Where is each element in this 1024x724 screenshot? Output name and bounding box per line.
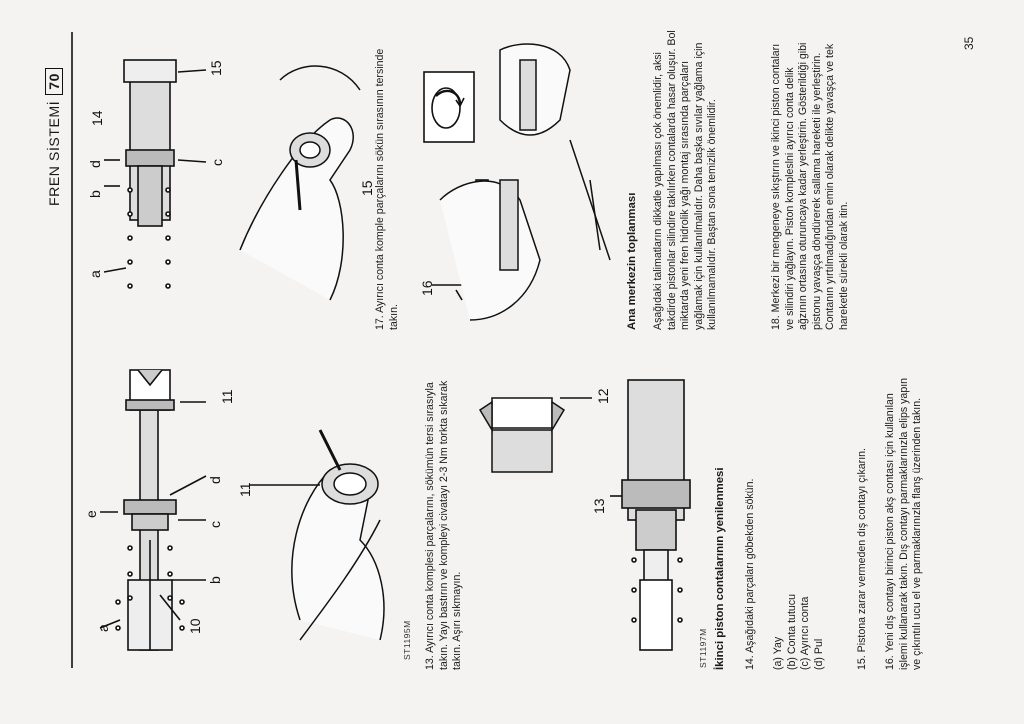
piston-assembly-figure-1	[99, 369, 207, 651]
label-14: 14	[89, 110, 105, 126]
parts-list: (a) Yay (b) Conta tutucu (c) Ayırıcı con…	[772, 370, 826, 670]
label-c-2: c	[209, 159, 225, 166]
section-heading-master-assembly: Ana merkezin toplanması	[626, 192, 638, 330]
hands-inserting-piston-figure	[439, 43, 611, 321]
seal-closeup-figure-12	[478, 397, 592, 473]
label-d-1: d	[207, 476, 223, 484]
step-16-text: 16. Yeni dış contayı birinci piston akş …	[884, 377, 923, 670]
section-heading-second-piston: İkinci piston contalarının yenilenmesi	[714, 467, 726, 670]
label-b-1: b	[207, 576, 223, 584]
rotation-inset-icon	[423, 71, 475, 143]
step-14-text: 14. Aşağıdaki parçaları göbekden sökün.	[744, 478, 756, 670]
label-13: 13	[591, 498, 607, 514]
label-11-a: 11	[219, 389, 235, 404]
step-18-text: 18. Merkezi bir mengeneye sıkıştırın ve …	[770, 42, 850, 330]
piston-seal-figure-13	[610, 379, 691, 651]
label-15-b: 15	[359, 180, 375, 196]
step-15-text: 15. Pistona zarar vermeden dış contayı ç…	[856, 448, 868, 670]
figure-code-1: ST1195M	[402, 620, 412, 660]
label-11-b: 11	[237, 482, 253, 497]
label-a-2: a	[87, 270, 103, 278]
assembly-intro-text: Aşağıdaki talimatların dikkatle yapılmas…	[652, 30, 718, 330]
section-header: FREN SİSTEMİ 70	[45, 68, 63, 206]
step-17-text: 17. Ayırıcı conta komple parçalarını sök…	[374, 48, 400, 330]
section-title: FREN SİSTEMİ	[46, 100, 62, 206]
step-13-text: 13. Ayırıcı conta komplesi parçalarını, …	[424, 380, 463, 670]
label-b-2: b	[87, 190, 103, 198]
parts-list-item: (d) Pul	[812, 638, 825, 670]
label-e: e	[83, 510, 99, 518]
page-number: 35	[962, 36, 976, 50]
parts-list-item: (c) Ayırıcı conta	[799, 596, 811, 670]
label-12: 12	[595, 388, 611, 404]
hand-with-seal-figure-11	[250, 429, 385, 641]
parts-list-item: (b) Conta tutucu	[785, 594, 798, 670]
hand-removing-seal-figure-15	[239, 65, 361, 301]
parts-list-item: (a) Yay	[772, 636, 784, 670]
label-d-2: d	[87, 160, 103, 168]
label-c-1: c	[207, 521, 223, 528]
label-15-a: 15	[208, 60, 224, 76]
label-16: 16	[419, 280, 435, 296]
piston-assembly-figure-14	[103, 59, 207, 289]
label-a-1: a	[95, 624, 111, 632]
section-number: 70	[45, 68, 63, 95]
figure-code-2: ST1197M	[698, 628, 708, 668]
label-10: 10	[187, 618, 203, 634]
